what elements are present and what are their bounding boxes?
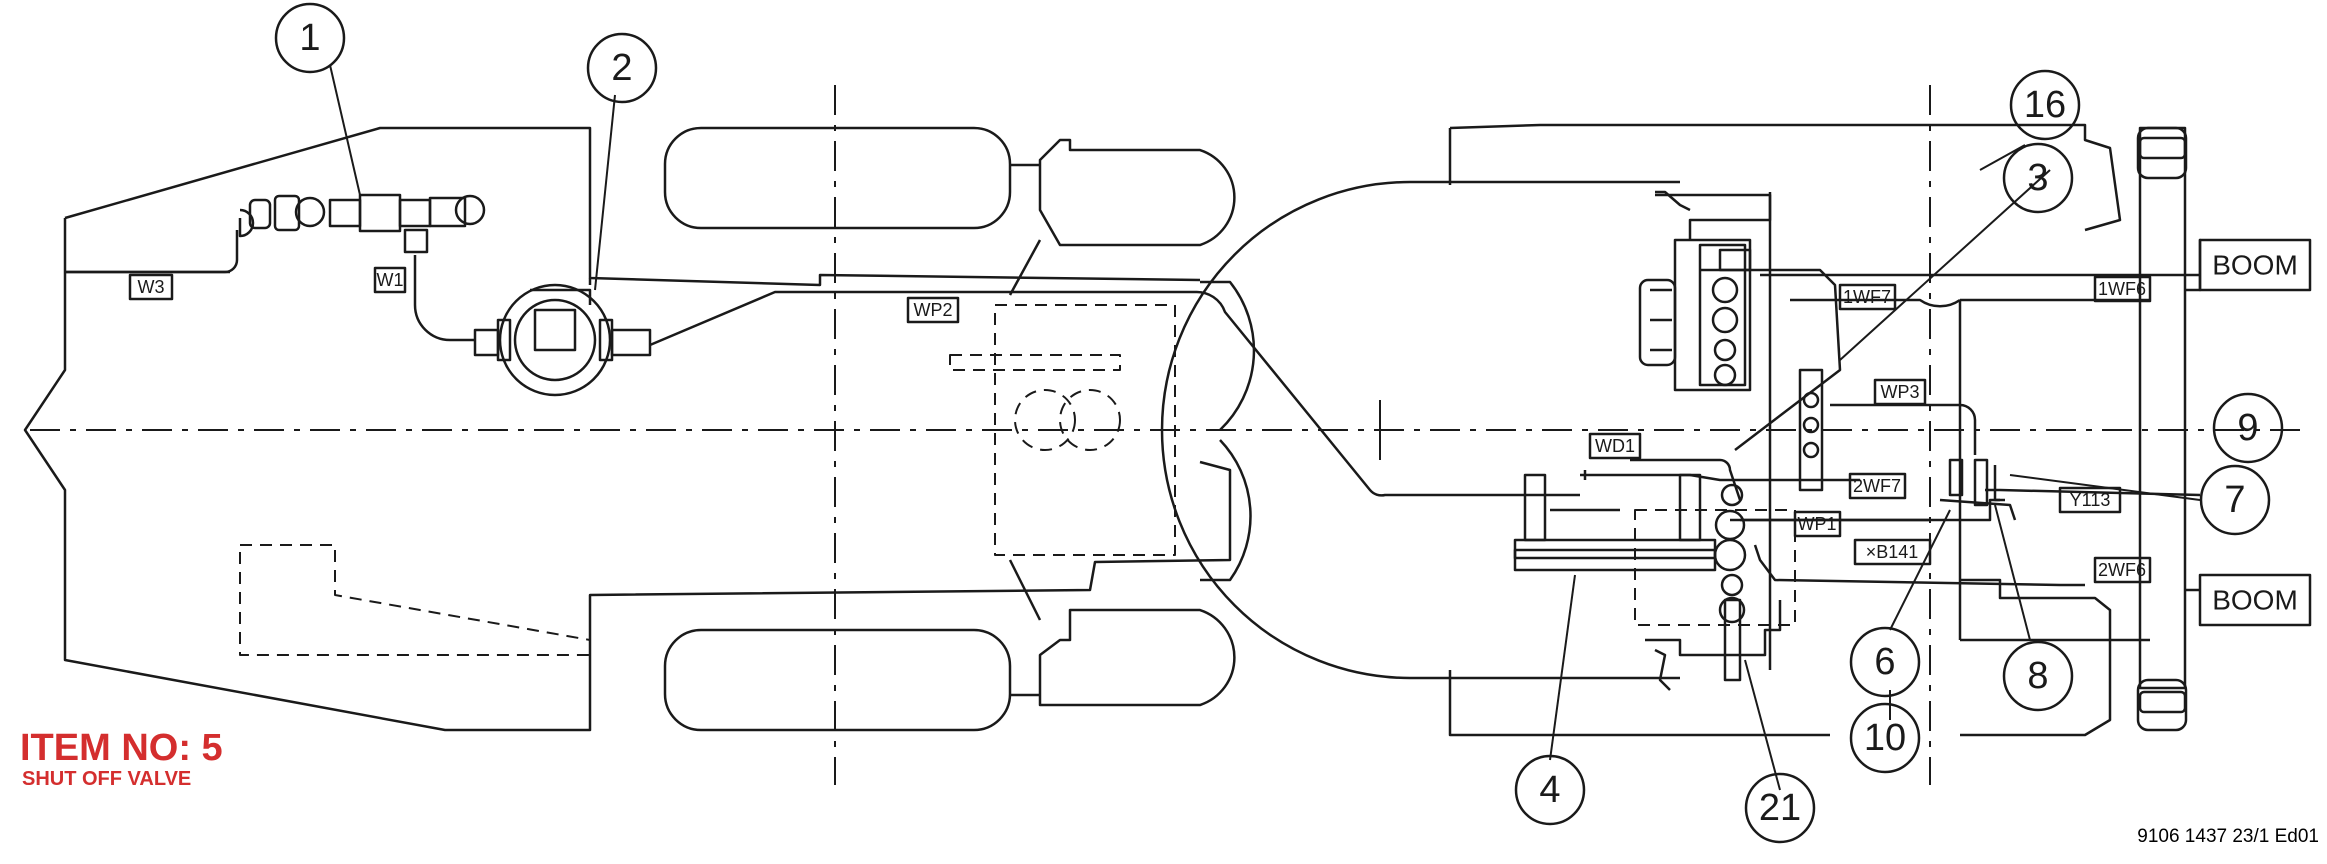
boom-label-upper: BOOM [2212, 250, 2298, 281]
wire-label-2wf7: 2WF7 [1853, 476, 1901, 496]
callout-7: 7 [2224, 479, 2245, 521]
cooler-assembly [1513, 473, 1782, 691]
hose-wp2 [649, 290, 1580, 497]
callout-8: 8 [2027, 655, 2048, 697]
upper-valve-block [1638, 190, 1824, 492]
wire-label-wp3: WP3 [1880, 382, 1919, 402]
rear-chassis [1448, 123, 2122, 737]
document-number: 9106 1437 23/1 Ed01 [2137, 826, 2319, 847]
callout-6: 6 [1874, 641, 1895, 683]
chassis-outline [23, 218, 1232, 732]
callout-3: 3 [2027, 157, 2048, 199]
front-right-tyre [663, 628, 1012, 732]
callout-16: 16 [2024, 84, 2066, 126]
callout-9: 9 [2237, 407, 2258, 449]
item-title: ITEM NO: 5 [20, 727, 223, 769]
front-left-tyre [663, 126, 1012, 230]
callout-2: 2 [611, 47, 632, 89]
wire-label-wp1: WP1 [1797, 514, 1836, 534]
wire-label-y113: Y113 [2070, 490, 2111, 510]
filter-assembly [238, 193, 486, 254]
callout-21: 21 [1759, 787, 1801, 829]
boom-label-lower: BOOM [2212, 585, 2298, 616]
callout-10: 10 [1864, 717, 1906, 759]
wire-label-w3: W3 [138, 277, 165, 297]
rear-valves [1939, 458, 2017, 521]
wire-label-wd1: WD1 [1595, 436, 1635, 456]
callout-4: 4 [1539, 769, 1560, 811]
item-subtitle: SHUT OFF VALVE [22, 768, 192, 790]
wire-label-b141: ×B141 [1866, 542, 1919, 562]
wire-label-wp2: WP2 [913, 300, 952, 320]
callout-1: 1 [299, 17, 320, 59]
wire-label-1wf6: 1WF6 [2098, 279, 2146, 299]
wire-label-1wf7: 1WF7 [1843, 287, 1891, 307]
wire-label-2wf6: 2WF6 [2098, 560, 2146, 580]
wire-label-w1: W1 [377, 270, 404, 290]
pump-assembly [473, 283, 652, 397]
rear-axle-upper [2138, 126, 2187, 690]
hose-w1 [413, 255, 475, 342]
hose-w3 [65, 230, 239, 274]
